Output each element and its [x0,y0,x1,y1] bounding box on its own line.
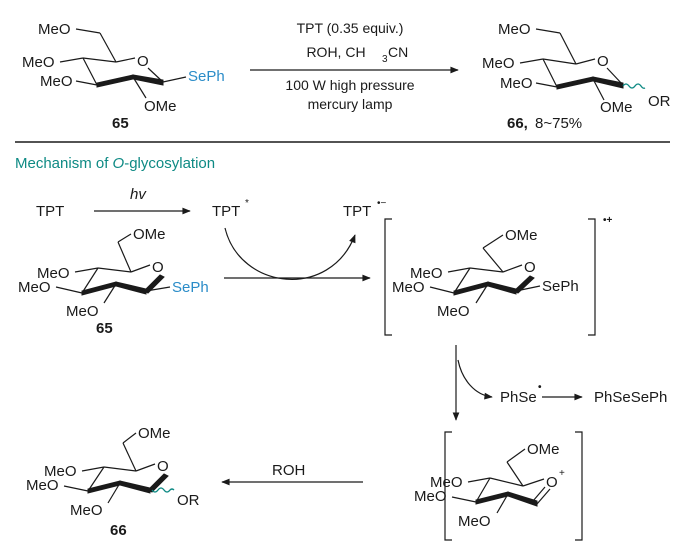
svg-text:O: O [157,458,169,475]
substituent-ome-2: OMe [144,98,177,115]
selenophenyl-group: SePh [188,68,225,85]
svg-text:OMe: OMe [505,227,538,244]
radical-anion-charge: •− [377,198,387,209]
svg-text:MeO: MeO [44,463,77,480]
svg-text:MeO: MeO [18,279,51,296]
right-bracket [575,431,583,541]
mechanism-label-66: 66 [110,522,127,539]
svg-text:OMe: OMe [600,99,633,116]
electron-transfer-curve [224,227,356,280]
right-bracket [588,218,596,336]
svg-text:MeO: MeO [26,477,59,494]
anomeric-wavy-bond [622,83,646,89]
svg-text:MeO: MeO [430,474,463,491]
compound-label-65: 65 [112,115,129,132]
condition-solvent: ROH, CH [306,44,365,60]
condition-subscript: 3 [382,54,388,65]
or-group: OR [648,93,671,110]
svg-text:MeO: MeO [70,502,103,519]
mechanism-substrate-65: OMe MeO MeO O SePh MeO 65 [18,226,209,337]
oxocarbenium-charge: + [559,468,565,479]
svg-text:MeO: MeO [482,55,515,72]
condition-lamp-2: mercury lamp [308,96,393,112]
phse-radical-label: PhSe [500,389,537,406]
compound-label-66: 66, [507,115,528,132]
mechanism-title: Mechanism of O-glycosylation [15,155,215,172]
yield-text: 8~75% [535,115,582,132]
radical-cation-charge: •+ [603,215,613,226]
mechanism-label-65: 65 [96,320,113,337]
svg-text:MeO: MeO [392,279,425,296]
substituent-meo-4: MeO [22,54,55,71]
condition-solvent-end: CN [388,44,408,60]
phse-radical-dot: • [538,382,542,393]
tpt-label: TPT [36,203,64,220]
substrate-65-structure: MeO MeO MeO O SePh OMe 65 [22,21,225,132]
condition-catalyst: TPT (0.35 equiv.) [297,20,404,36]
oxocarbenium-intermediate: OMe MeO MeO O + MeO [414,431,583,541]
svg-text:O: O [524,259,536,276]
svg-text:OR: OR [177,492,200,509]
tpt-radical-anion-label: TPT [343,203,371,220]
svg-text:MeO: MeO [66,303,99,320]
svg-text:OMe: OMe [138,425,171,442]
svg-text:MeO: MeO [37,265,70,282]
tpt-excited-label: TPT [212,203,240,220]
radical-cation-intermediate: •+ OMe MeO MeO O SePh MeO [384,215,613,336]
svg-text:MeO: MeO [410,265,443,282]
substituent-meo-6: MeO [38,21,71,38]
phse-release-curve [457,359,493,400]
nucleophile-label: ROH [272,462,305,479]
mechanism-product-66: OMe MeO MeO O OR MeO 66 [26,425,200,539]
ring-oxygen: O [137,53,149,70]
left-bracket [384,218,392,336]
substituent-meo-3: MeO [40,73,73,90]
reaction-conditions: TPT (0.35 equiv.) ROH, CH 3 CN 100 W hig… [250,20,459,112]
left-bracket [444,431,452,541]
diselenide-label: PhSeSePh [594,389,667,406]
svg-text:O: O [152,259,164,276]
product-66-structure: MeO MeO MeO O OR OMe 66, 8~75% [482,21,671,132]
svg-text:SePh: SePh [542,278,579,295]
svg-text:MeO: MeO [500,75,533,92]
mechanism-anomeric-wavy-bond [151,487,175,493]
svg-text:O: O [597,53,609,70]
svg-text:OMe: OMe [133,226,166,243]
svg-text:MeO: MeO [498,21,531,38]
svg-text:O: O [546,474,558,491]
svg-text:OMe: OMe [527,441,560,458]
svg-text:MeO: MeO [437,303,470,320]
mechanism-selenophenyl: SePh [172,279,209,296]
excited-star: * [245,198,249,209]
hv-label: hv [130,186,147,203]
condition-lamp-1: 100 W high pressure [285,77,414,93]
svg-text:MeO: MeO [458,513,491,530]
svg-text:MeO: MeO [414,488,447,505]
